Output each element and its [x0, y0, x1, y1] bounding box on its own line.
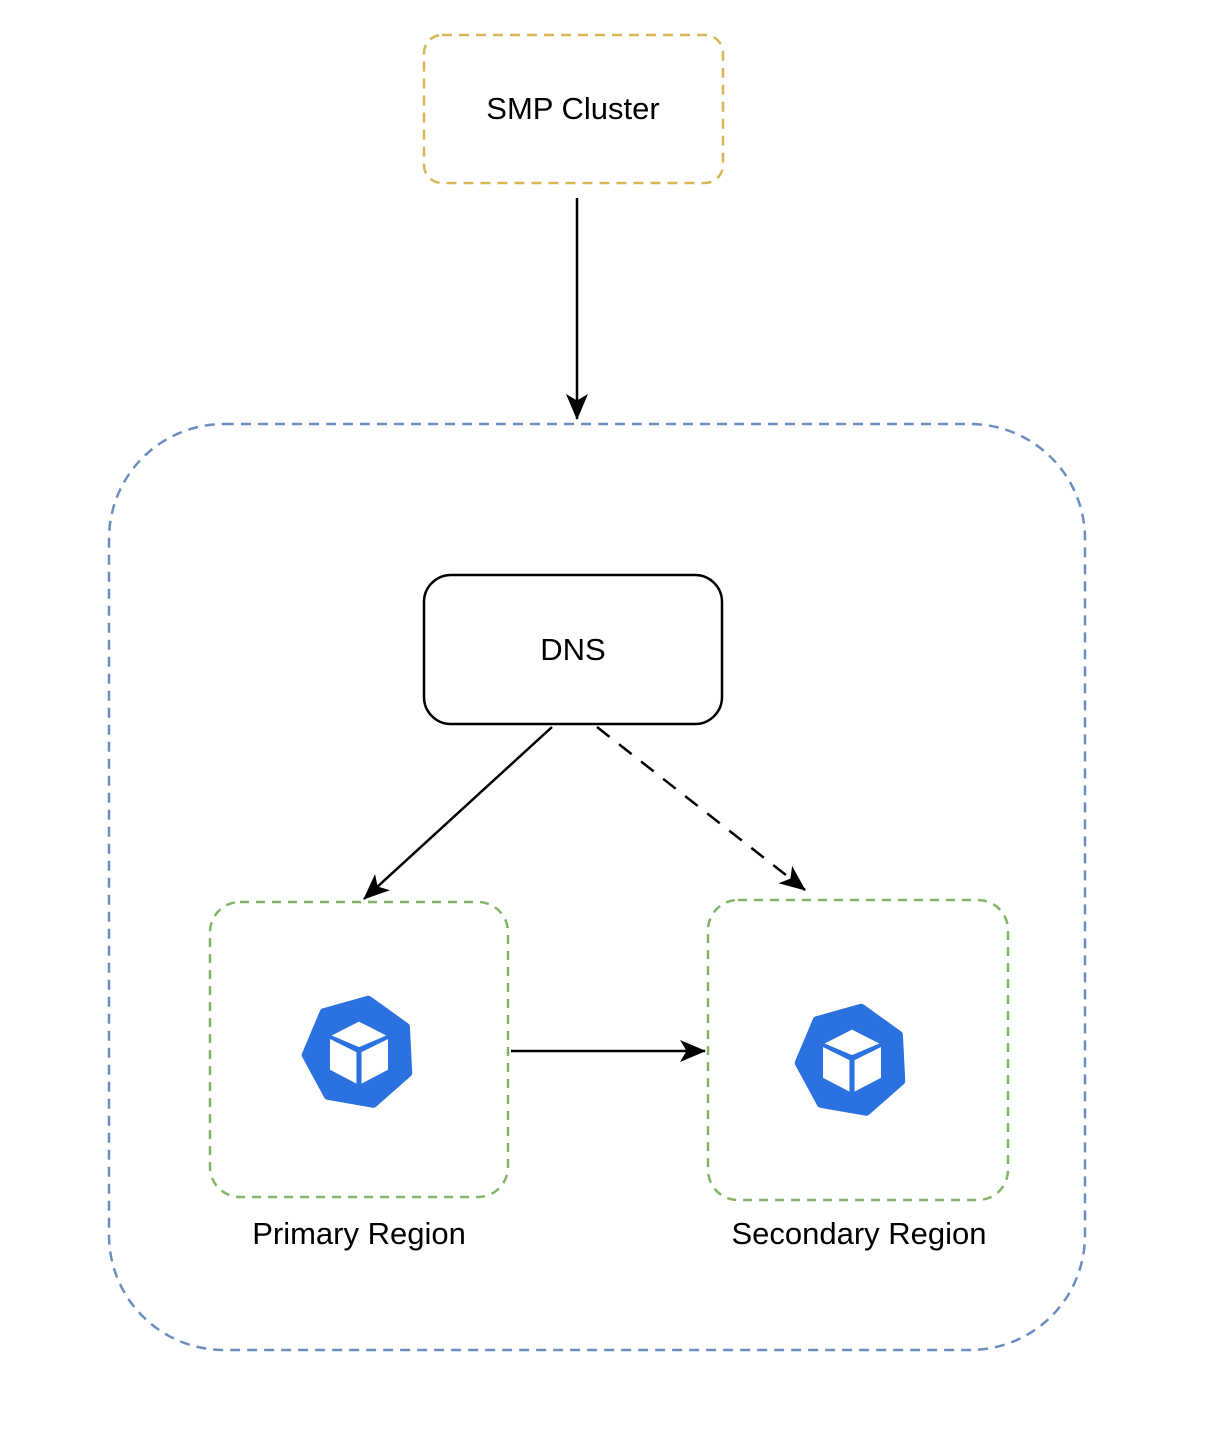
cube-right-face — [854, 1046, 881, 1092]
dns-box — [422, 573, 724, 726]
cube-top-face — [824, 1029, 880, 1056]
cube-top-face — [331, 1021, 387, 1048]
heptagon-shape — [794, 1003, 906, 1116]
thanos-cube-icon — [794, 1003, 906, 1116]
dns-label: DNS — [540, 632, 606, 668]
smp-cluster-box — [422, 33, 725, 185]
primary-region-label: Primary Region — [252, 1216, 466, 1252]
regions-container-box — [107, 422, 1087, 1352]
cube-right-face — [361, 1038, 388, 1084]
edge-dns-to-secondary-dashed — [596, 726, 806, 891]
secondary-region-label: Secondary Region — [731, 1216, 987, 1252]
thanos-cube-icon — [301, 995, 413, 1108]
edge-dns-to-primary — [363, 726, 553, 900]
cube-left-face — [330, 1038, 357, 1084]
cube-left-face — [823, 1046, 850, 1092]
heptagon-shape — [301, 995, 413, 1108]
smp-cluster-label: SMP Cluster — [486, 91, 660, 127]
